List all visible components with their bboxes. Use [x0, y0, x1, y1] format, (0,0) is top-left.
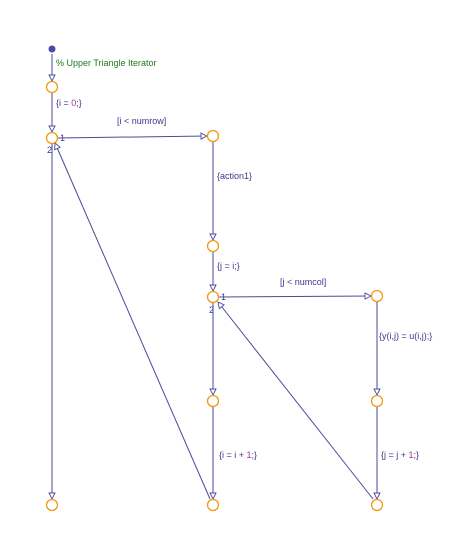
- junction-i-incr[interactable]: [206, 394, 220, 408]
- label-j-cond: [j < numcol]: [280, 277, 326, 287]
- junction-inner-loop[interactable]: [206, 290, 220, 304]
- order-inner-1: 1: [221, 292, 226, 302]
- label-action1: {action1}: [217, 171, 252, 181]
- junction-end-outer[interactable]: [45, 498, 59, 512]
- order-outer-2: 2: [47, 145, 52, 155]
- junction-start[interactable]: [45, 80, 59, 94]
- junction-outer-loop[interactable]: [45, 131, 59, 145]
- transitions: [48, 54, 381, 501]
- label-j-init: {j = i;}: [217, 261, 240, 271]
- junction-end-j-incr[interactable]: [370, 498, 384, 512]
- label-y-assign: {y(i,j) = u(i,j);}: [379, 331, 432, 341]
- label-i-init: {i = 0;}: [56, 98, 82, 108]
- transition-j-cond[interactable]: [218, 292, 373, 300]
- junction-j-init[interactable]: [206, 239, 220, 253]
- label-j-incr: {j = j + 1;}: [381, 450, 419, 460]
- junction-j-incr[interactable]: [370, 394, 384, 408]
- junctions: [45, 80, 384, 512]
- order-inner-2: 2: [209, 305, 214, 315]
- chart-comment: % Upper Triangle Iterator: [56, 58, 157, 68]
- junction-action1-entry[interactable]: [206, 129, 220, 143]
- transition-i-cond[interactable]: [57, 132, 209, 140]
- label-i-cond: [i < numrow]: [117, 116, 166, 126]
- order-outer-1: 1: [60, 133, 65, 143]
- loop-back-outer[interactable]: [54, 142, 211, 500]
- junction-end-i-incr[interactable]: [206, 498, 220, 512]
- default-transition-dot[interactable]: [48, 45, 56, 53]
- junction-y-assign-entry[interactable]: [370, 289, 384, 303]
- loop-back-inner[interactable]: [217, 301, 374, 500]
- label-i-incr: {i = i + 1;}: [219, 450, 257, 460]
